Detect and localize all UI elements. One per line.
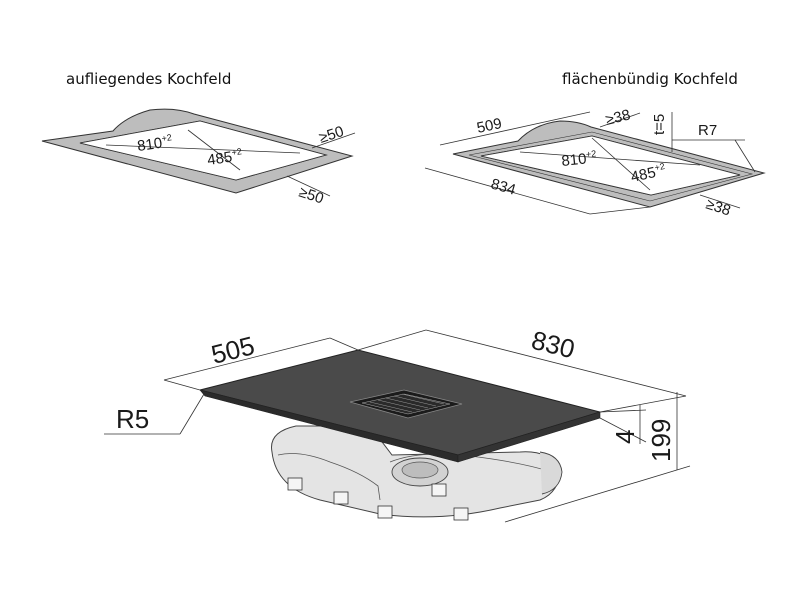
grille-inner xyxy=(361,393,451,415)
hob-width-label: 830 xyxy=(529,325,578,365)
left-depth-line xyxy=(187,129,241,171)
right-depth-line xyxy=(591,137,651,191)
mount-clip-4 xyxy=(453,507,469,521)
duct-channel xyxy=(277,453,381,501)
right-edge-front-line xyxy=(699,194,741,209)
right-frame-rebate xyxy=(468,131,754,202)
right-overall-width-line xyxy=(424,167,591,215)
hob-radius-label: R5 xyxy=(116,404,149,434)
right-overall-width-ext xyxy=(589,206,651,215)
right-frame-cutout xyxy=(480,135,741,196)
hob-width-ext-back xyxy=(357,329,427,351)
left-edge-front-label: ≥50 xyxy=(297,184,326,208)
hob-depth-ext-front xyxy=(163,379,201,391)
left-frame-cutout xyxy=(79,120,328,181)
hob-depth-label: 505 xyxy=(208,330,257,370)
right-edge-back-line xyxy=(599,112,641,128)
radius-leader xyxy=(179,393,205,435)
right-thickness-label: t=5 xyxy=(651,114,668,135)
right-overall-width-label: 834 xyxy=(489,176,518,199)
duct-elbow xyxy=(539,451,563,495)
mount-clip-1 xyxy=(287,477,303,491)
left-edge-front-line xyxy=(286,175,331,197)
glass-height-label: 4 xyxy=(610,430,640,444)
right-overall-depth-line xyxy=(439,111,591,146)
right-edge-front-label: ≥38 xyxy=(704,196,733,220)
title-flush-mounted: flächenbündig Kochfeld xyxy=(562,70,738,88)
right-edge-back-label: ≥38 xyxy=(604,106,632,129)
right-radius-leader xyxy=(734,139,756,173)
left-width-label: 810+2 xyxy=(136,132,173,155)
right-width-line xyxy=(519,151,701,166)
mount-clip-5 xyxy=(431,483,447,497)
total-height-label: 199 xyxy=(646,419,676,462)
extractor-grille xyxy=(349,389,463,419)
fan-hub xyxy=(401,461,439,479)
hob-width-line xyxy=(425,329,687,397)
title-surface-mounted: aufliegendes Kochfeld xyxy=(66,70,231,88)
extractor-unit xyxy=(271,425,563,521)
mount-clip-3 xyxy=(377,505,393,519)
glass-height-ext-bottom xyxy=(599,417,647,443)
left-depth-label: 485+2 xyxy=(206,146,243,169)
hob-depth-ext-back xyxy=(329,337,359,351)
total-height-ext-bottom xyxy=(504,465,691,523)
hob-width-ext-right xyxy=(599,395,687,413)
right-width-label: 810+2 xyxy=(561,148,598,170)
left-edge-back-label: ≥50 xyxy=(317,123,346,147)
right-radius-label: R7 xyxy=(698,122,717,139)
grille-slats xyxy=(369,393,445,413)
right-frame-diagram: 509 834 810+2 485+2 ≥38 t=5 R7 ≥38 xyxy=(424,106,766,220)
right-overall-depth-label: 509 xyxy=(475,115,503,137)
hob-depth-line xyxy=(163,337,331,381)
left-edge-back-line xyxy=(311,132,356,149)
right-depth-label: 485+2 xyxy=(629,161,667,186)
mount-clip-2 xyxy=(333,491,349,505)
glass-height-ext-top xyxy=(599,409,647,413)
hob-3d-diagram: 505 830 R5 4 199 xyxy=(104,325,691,523)
left-width-line xyxy=(105,144,301,154)
left-frame-diagram: 810+2 485+2 ≥50 ≥50 xyxy=(41,108,356,208)
